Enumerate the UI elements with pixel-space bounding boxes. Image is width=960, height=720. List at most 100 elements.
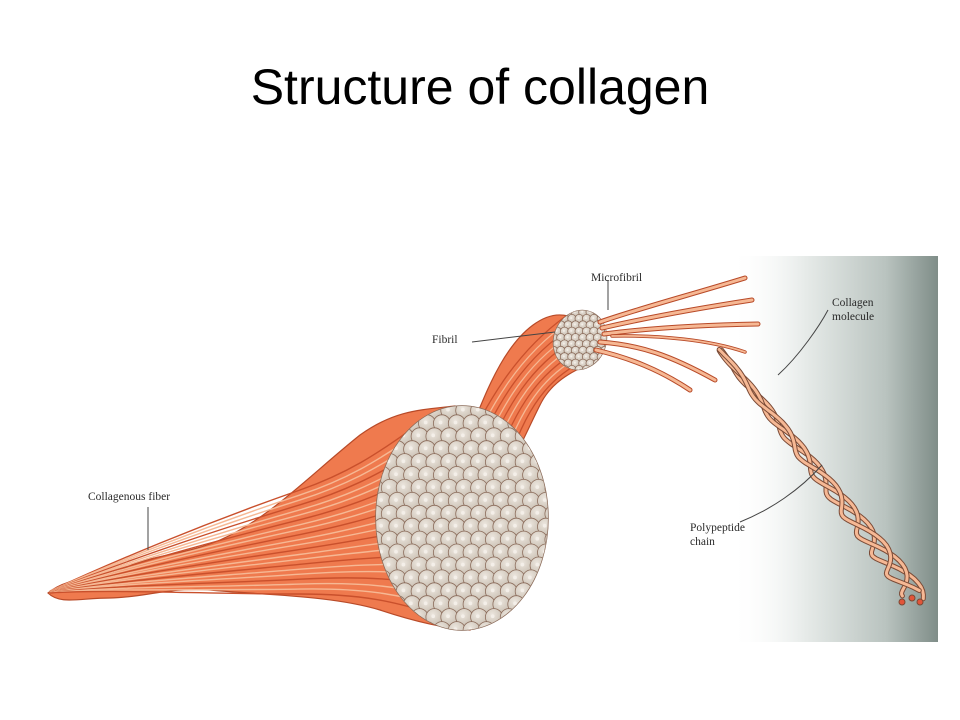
cell-dot	[446, 536, 450, 541]
cell-dot	[595, 323, 598, 326]
cell-dot	[475, 536, 480, 541]
cell-dot	[423, 523, 428, 528]
cell-dot	[475, 588, 480, 593]
cell-dot	[424, 395, 428, 399]
cell-dot	[416, 433, 421, 438]
cell-dot	[401, 511, 406, 515]
microfibril-cell	[537, 569, 548, 588]
microfibril-cell	[544, 530, 548, 549]
microfibril-cell	[589, 365, 599, 375]
cell-dot	[446, 433, 450, 438]
cell-dot	[468, 523, 473, 528]
cell-dot	[505, 511, 510, 515]
cell-dot	[513, 627, 517, 630]
cell-dot	[475, 511, 480, 515]
label-polypeptide-2: chain	[690, 536, 715, 548]
cell-dot	[498, 472, 502, 477]
microfibril-cell	[447, 621, 466, 630]
microfibril-cell	[432, 406, 451, 407]
cell-dot	[394, 627, 398, 630]
microfibril-cell	[376, 406, 392, 407]
cell-dot	[364, 395, 368, 399]
cell-dot	[588, 361, 591, 364]
microfibril-cell	[388, 621, 407, 630]
label-collagen-molecule-1: Collagen	[832, 297, 874, 309]
label-polypeptide-1: Polypeptide	[690, 522, 745, 534]
cell-dot	[555, 329, 558, 332]
cell-dot	[528, 627, 532, 630]
cell-dot	[453, 420, 458, 425]
cell-dot	[498, 446, 502, 451]
cell-dot	[431, 588, 436, 593]
cell-dot	[550, 614, 554, 618]
cell-dot	[431, 536, 436, 541]
cell-dot	[423, 420, 428, 425]
cell-dot	[592, 342, 595, 345]
cell-dot	[461, 614, 465, 619]
cell-dot	[599, 368, 602, 371]
cell-dot	[505, 562, 510, 567]
cell-dot	[577, 317, 580, 320]
cell-dot	[438, 523, 443, 528]
cell-dot	[559, 310, 562, 313]
cell-dot	[498, 575, 502, 580]
cell-dot	[490, 536, 495, 541]
cell-dot	[542, 420, 547, 425]
cell-dot	[438, 498, 443, 502]
cell-dot	[542, 601, 547, 606]
cell-dot	[550, 511, 554, 515]
cell-dot	[379, 523, 383, 528]
cell-dot	[550, 408, 554, 412]
microfibril-cell	[522, 595, 540, 614]
cell-dot	[423, 601, 428, 606]
cell-dot	[409, 627, 413, 630]
cell-dot	[364, 627, 368, 631]
cell-dot	[528, 549, 532, 554]
cell-dot	[483, 523, 488, 528]
cell-dot	[592, 355, 595, 358]
cell-dot	[483, 472, 488, 477]
cell-dot	[566, 336, 569, 339]
cell-dot	[520, 485, 525, 489]
cell-dot	[513, 498, 517, 502]
cell-dot	[386, 562, 391, 567]
cell-dot	[520, 459, 525, 464]
cell-dot	[588, 349, 591, 352]
cell-dot	[453, 601, 458, 606]
cell-dot	[401, 485, 406, 489]
cell-dot	[453, 575, 458, 580]
cell-dot	[372, 614, 376, 618]
cell-dot	[431, 485, 436, 489]
cell-dot	[588, 336, 591, 339]
cell-dot	[535, 511, 540, 515]
cell-dot	[454, 395, 458, 399]
cell-dot	[423, 498, 428, 502]
leader-lines	[147, 280, 829, 550]
cell-dot	[548, 304, 551, 307]
microfibril-cell	[522, 621, 540, 630]
cell-dot	[438, 627, 443, 630]
cell-dot	[513, 601, 517, 606]
cell-dot	[584, 355, 587, 358]
cell-dot	[379, 627, 383, 630]
cell-dot	[372, 408, 376, 412]
cell-dot	[423, 575, 428, 580]
cell-dot	[446, 485, 450, 489]
cell-dot	[409, 498, 413, 502]
cell-dot	[584, 329, 587, 332]
cell-dot	[520, 511, 525, 515]
cell-dot	[520, 536, 525, 541]
cell-dot	[475, 459, 480, 464]
cell-dot	[528, 575, 532, 580]
cell-dot	[577, 355, 580, 358]
cell-dot	[394, 472, 398, 477]
cell-dot	[550, 434, 554, 438]
cell-dot	[453, 627, 458, 630]
microfibril-cell	[574, 302, 584, 311]
cell-dot	[505, 485, 510, 489]
cell-dot	[431, 511, 436, 515]
cell-dot	[566, 310, 569, 313]
cell-dot	[446, 511, 450, 515]
cell-dot	[573, 361, 576, 364]
microfibril-cell	[545, 302, 555, 311]
